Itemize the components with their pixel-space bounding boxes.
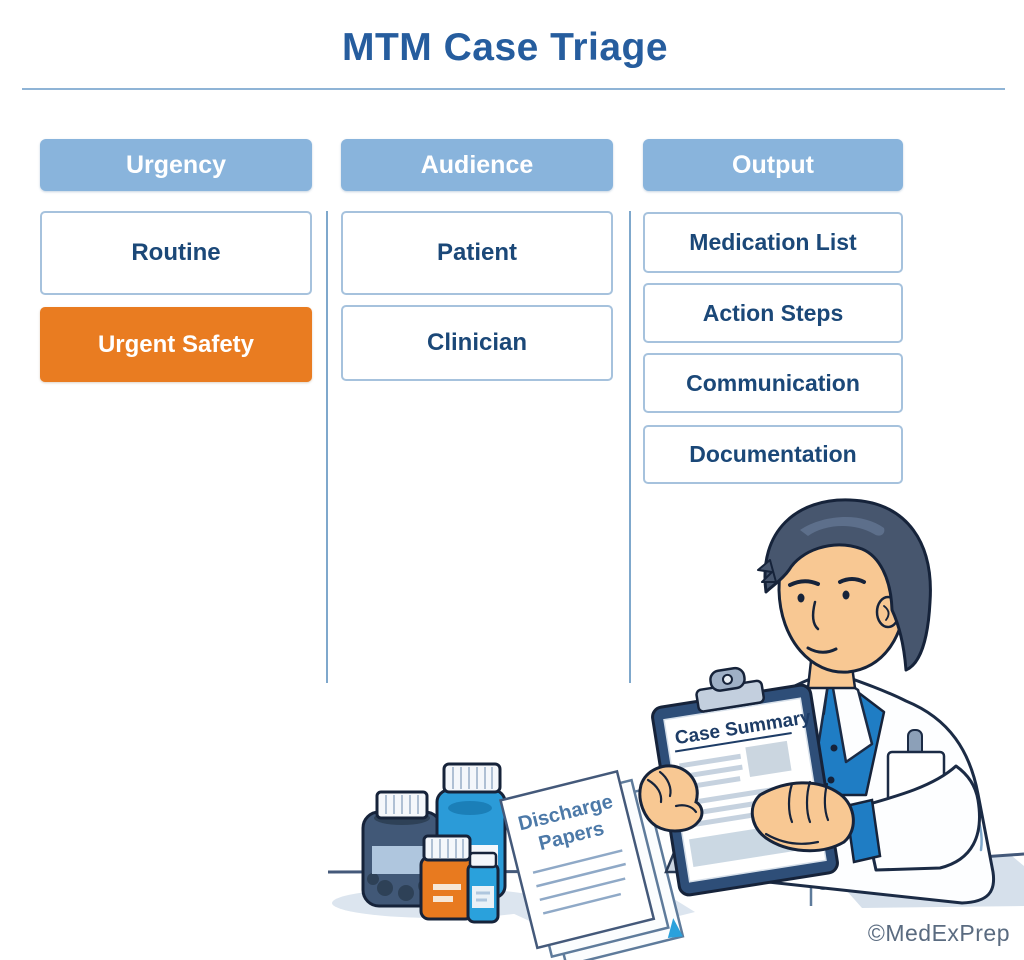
eye-right — [842, 590, 850, 600]
column-header-urgency: Urgency — [40, 139, 312, 191]
option-patient[interactable]: Patient — [341, 211, 613, 295]
page-title: MTM Case Triage — [341, 26, 669, 69]
smile — [806, 646, 838, 654]
option-clinician[interactable]: Clinician — [341, 305, 613, 381]
option-urgent-safety[interactable]: Urgent Safety — [40, 307, 312, 382]
clipboard-image-placeholder — [745, 740, 792, 778]
eye-left — [797, 593, 805, 603]
column-header-audience: Audience — [341, 139, 613, 191]
discharge-papers: Discharge Papers — [499, 769, 685, 960]
option-medication-list[interactable]: Medication List — [643, 212, 903, 273]
orange-pill-bottle — [419, 834, 475, 921]
eyebrow-left — [788, 579, 820, 587]
option-action-steps[interactable]: Action Steps — [643, 283, 903, 343]
pill-bottles — [361, 762, 507, 924]
option-documentation[interactable]: Documentation — [643, 425, 903, 484]
small-blue-vial — [466, 851, 500, 924]
column-divider-1 — [326, 211, 328, 683]
head — [757, 498, 932, 674]
option-routine[interactable]: Routine — [40, 211, 312, 295]
left-hand — [638, 764, 704, 833]
title-divider — [22, 88, 1005, 90]
eyebrow-right — [838, 577, 866, 584]
column-header-output: Output — [643, 139, 903, 191]
column-divider-2 — [629, 211, 631, 683]
watermark: ©MedExPrep — [867, 920, 1010, 946]
nose — [811, 600, 820, 631]
hands — [638, 764, 882, 864]
right-hand — [750, 781, 855, 853]
hair — [763, 498, 932, 672]
option-communication[interactable]: Communication — [643, 353, 903, 413]
